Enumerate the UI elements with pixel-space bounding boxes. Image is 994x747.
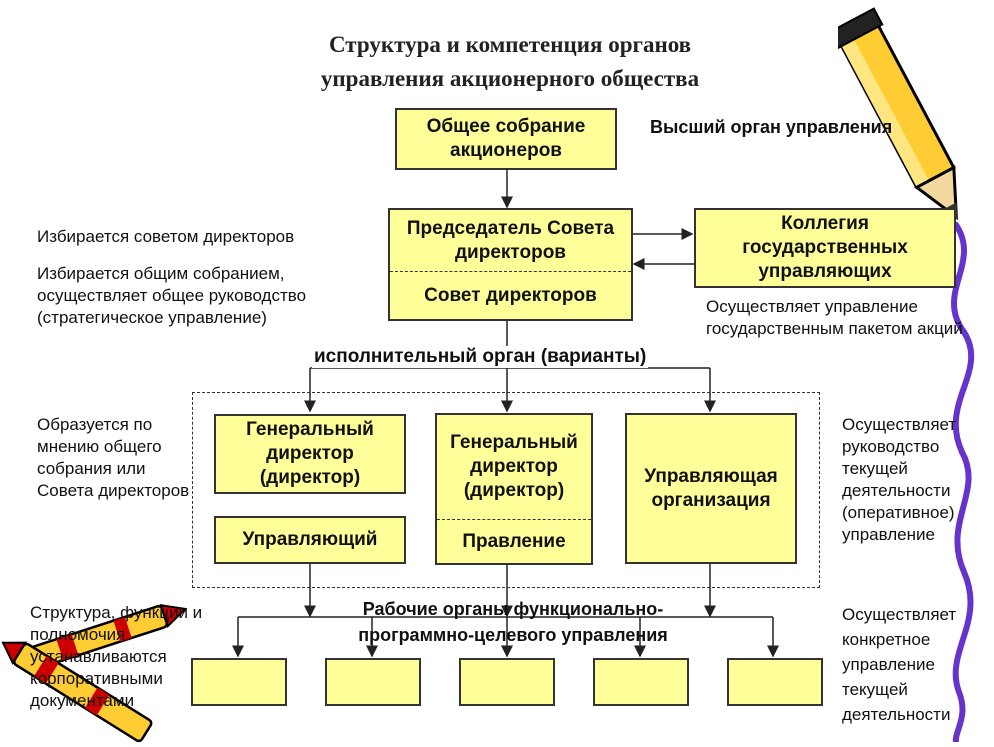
- page-title: Структура и компетенция органов управлен…: [230, 28, 790, 96]
- note-state-package: Осуществляет управление государственным …: [706, 297, 963, 338]
- collegium-label: Коллегия государственных управляющих: [742, 213, 908, 282]
- gen-director-box-1: Генеральный директор (директор): [214, 414, 406, 494]
- supreme-body-label: Высший орган управления: [650, 117, 893, 137]
- work-organ-box: [593, 658, 689, 706]
- work-organ-box: [191, 658, 287, 706]
- exec-body-label: исполнительный орган (варианты): [312, 346, 649, 368]
- note-elected-by-meeting: Избирается общим собранием, осуществляет…: [37, 264, 307, 327]
- general-meeting-box: Общее собрание акционеров: [395, 108, 617, 170]
- work-organ-box: [459, 658, 555, 706]
- note-operational: Осуществляет руководство текущей деятель…: [842, 415, 957, 544]
- work-organ-box: [727, 658, 823, 706]
- manager-label: Управляющий: [242, 529, 378, 550]
- gen-director-box-2: Генеральный директор (директор) Правлени…: [435, 413, 593, 565]
- chairman-label: Председатель Совета директоров: [406, 217, 615, 263]
- note-elected-by-board: Избирается советом директоров: [37, 227, 295, 246]
- wavy-line-icon: [951, 222, 975, 742]
- title-line-1: Структура и компетенция органов: [328, 32, 692, 57]
- title-line-2: управления акционерного общества: [320, 66, 700, 91]
- collegium-box: Коллегия государственных управляющих: [694, 208, 956, 288]
- pencil-icon: [838, 7, 959, 221]
- directorate-label: Правление: [462, 530, 566, 552]
- work-organs-label: Рабочие органы функционально-программно-…: [358, 599, 668, 645]
- manager-box: Управляющий: [214, 516, 406, 564]
- gen-director-label-1: Генеральный директор (директор): [246, 419, 374, 488]
- exec-variants-frame: [192, 392, 820, 588]
- note-structure-docs: Структура, функции и полномочия устанавл…: [30, 603, 203, 710]
- general-meeting-label: Общее собрание акционеров: [426, 116, 586, 161]
- management-org-box: Управляющая организация: [625, 413, 797, 564]
- management-org-label: Управляющая организация: [644, 465, 778, 511]
- note-concrete: Осуществляет конкретное управление текущ…: [842, 605, 957, 724]
- board-label: Совет директоров: [424, 284, 597, 306]
- work-organ-box: [325, 658, 421, 706]
- gen-director-label-2: Генеральный директор (директор): [450, 432, 578, 501]
- crayons-icon: [1, 604, 188, 743]
- note-formed-by: Образуется по мнению общего собрания или…: [37, 415, 190, 500]
- board-box: Председатель Совета директоров Совет дир…: [388, 208, 633, 321]
